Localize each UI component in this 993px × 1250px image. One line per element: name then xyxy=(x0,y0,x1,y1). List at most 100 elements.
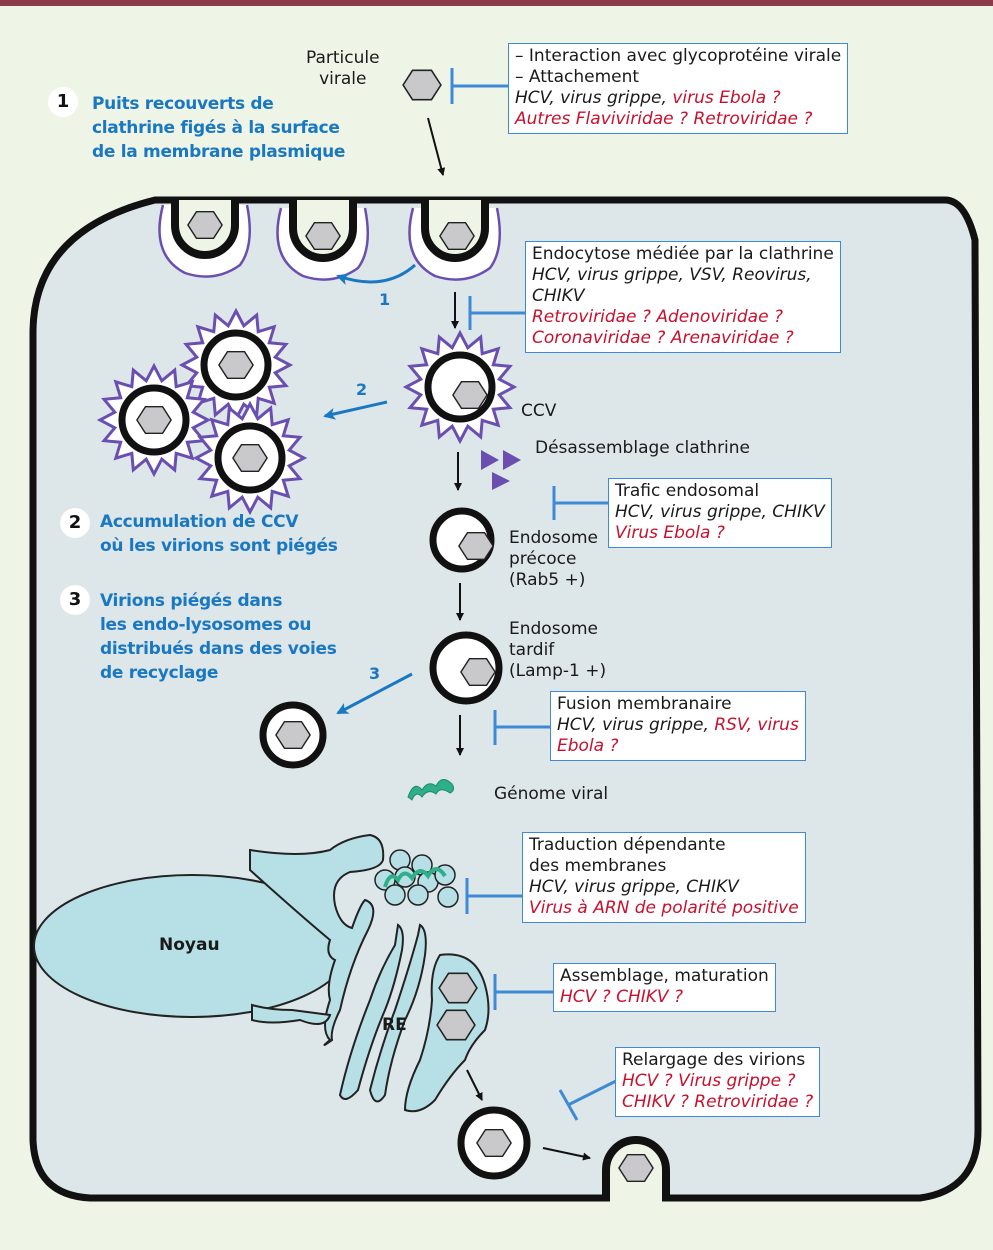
viral-genome-icon xyxy=(407,779,455,801)
viral-genome-label: Génome viral xyxy=(494,784,609,804)
box-line: Virus Ebola ? xyxy=(615,523,825,544)
hypothesis-text: Virus Ebola ? xyxy=(615,523,725,543)
clathrin-coated-vesicle xyxy=(192,400,308,516)
box-line: Fusion membranaire xyxy=(557,694,799,715)
box-line: HCV ? CHIKV ? xyxy=(560,987,769,1008)
hypothesis-text: Coronaviridae ? Arenaviridae ? xyxy=(532,328,794,348)
mechanism-2-text: Accumulation de CCV où les virions sont … xyxy=(100,512,338,556)
box-line: Assemblage, maturation xyxy=(560,966,769,987)
arrow-3-number: 3 xyxy=(369,664,381,683)
hypothesis-text: HCV ? Virus grippe ? xyxy=(622,1071,796,1091)
clathrin-coated-vesicle xyxy=(402,329,518,445)
box-text: CHIKV xyxy=(532,286,585,306)
pathway-arrow xyxy=(542,1147,591,1161)
box-line: Traduction dépendante xyxy=(529,835,799,856)
hypothesis-text: Virus à ARN de polarité positive xyxy=(529,898,799,918)
box-text: HCV, virus grippe, VSV, Reovirus, xyxy=(532,265,812,285)
box-text: HCV, virus grippe, xyxy=(515,88,673,108)
box-line: Virus à ARN de polarité positive xyxy=(529,898,799,919)
early-endosome xyxy=(429,507,495,573)
clathrin-pit xyxy=(158,200,252,278)
arrow-3 xyxy=(336,672,413,715)
clathrin-pits xyxy=(158,200,502,281)
box-line: HCV, virus grippe, virus Ebola ? xyxy=(515,88,841,109)
mechanism-3-text: Virions piégés dans les endo-lysosomes o… xyxy=(100,591,337,683)
release-vesicle xyxy=(457,1106,531,1180)
box-text: – Interaction avec glycoprotéine virale xyxy=(515,46,842,66)
mechanism-number-1: 1 xyxy=(48,87,78,117)
mechanism-number-2: 2 xyxy=(60,508,90,538)
ribosome-cluster xyxy=(374,849,459,908)
box-text: HCV, virus grippe, CHIKV xyxy=(529,877,739,897)
box-line: Coronaviridae ? Arenaviridae ? xyxy=(532,328,834,349)
box-text: Fusion membranaire xyxy=(557,694,732,714)
hypothesis-text: Retroviridae ? Adenoviridae ? xyxy=(532,307,783,327)
hypothesis-text: Autres Flaviviridae ? Retroviridae ? xyxy=(515,109,813,129)
clathrin-disassembly-label: Désassemblage clathrine xyxy=(535,438,751,458)
box-text: HCV, virus grippe, CHIKV xyxy=(615,502,825,522)
box-line: – Interaction avec glycoprotéine virale xyxy=(515,46,841,67)
nucleus-label: Noyau xyxy=(159,935,220,955)
box-text: Traduction dépendante xyxy=(529,835,726,855)
translated-genome-icon xyxy=(383,867,447,888)
clathrin-pit xyxy=(408,200,502,281)
top-border-bar xyxy=(0,0,993,6)
hypothesis-text: virus Ebola ? xyxy=(672,88,781,108)
budding-virion xyxy=(602,1136,670,1206)
box-line: Autres Flaviviridae ? Retroviridae ? xyxy=(515,109,841,130)
late-endosome-label: Endosome tardif (Lamp-1 +) xyxy=(509,619,607,681)
clathrin-coated-vesicle xyxy=(96,362,212,478)
early-endosome-label: Endosome précoce (Rab5 +) xyxy=(509,528,598,590)
box-text: Trafic endosomal xyxy=(615,481,760,501)
arrow-2 xyxy=(323,400,388,420)
box-line: HCV ? Virus grippe ? xyxy=(622,1071,813,1092)
box-line: HCV, virus grippe, CHIKV xyxy=(529,877,799,898)
box-line: – Attachement xyxy=(515,67,841,88)
mechanism-number-3: 3 xyxy=(60,585,90,615)
ccv-cluster xyxy=(96,307,518,516)
arrow-2-number: 2 xyxy=(356,380,368,399)
er-label: RE xyxy=(382,1015,407,1035)
box-line: CHIKV xyxy=(532,286,834,307)
box-line: Ebola ? xyxy=(557,736,799,757)
hypothesis-text: HCV ? CHIKV ? xyxy=(560,987,683,1007)
hypothesis-text: RSV, virus xyxy=(714,715,799,735)
inhibitor-bars xyxy=(450,68,619,1121)
box-line: Relargage des virions xyxy=(622,1050,813,1071)
box-text: HCV, virus grippe, xyxy=(557,715,715,735)
box-line: Trafic endosomal xyxy=(615,481,825,502)
arrow-1 xyxy=(336,263,417,285)
clathrin-disassembly-icon xyxy=(481,450,521,490)
entry-arrow xyxy=(427,117,446,176)
box-text: des membranes xyxy=(529,856,667,876)
clathrin-pit xyxy=(276,200,370,281)
box-text: Assemblage, maturation xyxy=(560,966,769,986)
late-endosome xyxy=(429,631,503,705)
arrow-1-number: 1 xyxy=(379,290,391,309)
hypothesis-text: CHIKV ? Retroviridae ? xyxy=(622,1092,814,1112)
hypothesis-text: Ebola ? xyxy=(557,736,619,756)
clathrin-coated-vesicle xyxy=(178,307,294,423)
box-line: Endocytose médiée par la clathrine xyxy=(532,244,834,265)
box-line: des membranes xyxy=(529,856,799,877)
box-attachment: – Interaction avec glycoprotéine virale–… xyxy=(508,43,849,134)
box-text: Relargage des virions xyxy=(622,1050,806,1070)
box-line: CHIKV ? Retroviridae ? xyxy=(622,1092,813,1113)
recycling-endosome xyxy=(259,701,327,769)
pathway-arrow xyxy=(466,1069,483,1101)
box-line: HCV, virus grippe, CHIKV xyxy=(615,502,825,523)
box-line: Retroviridae ? Adenoviridae ? xyxy=(532,307,834,328)
ccv-label: CCV xyxy=(521,401,557,421)
viral-particle-icon xyxy=(402,69,442,101)
box-line: HCV, virus grippe, VSV, Reovirus, xyxy=(532,265,834,286)
box-line: HCV, virus grippe, RSV, virus xyxy=(557,715,799,736)
viral-particle-label: Particule virale xyxy=(306,48,380,89)
mechanism-1-text: Puits recouverts de clathrine figés à la… xyxy=(92,94,346,162)
